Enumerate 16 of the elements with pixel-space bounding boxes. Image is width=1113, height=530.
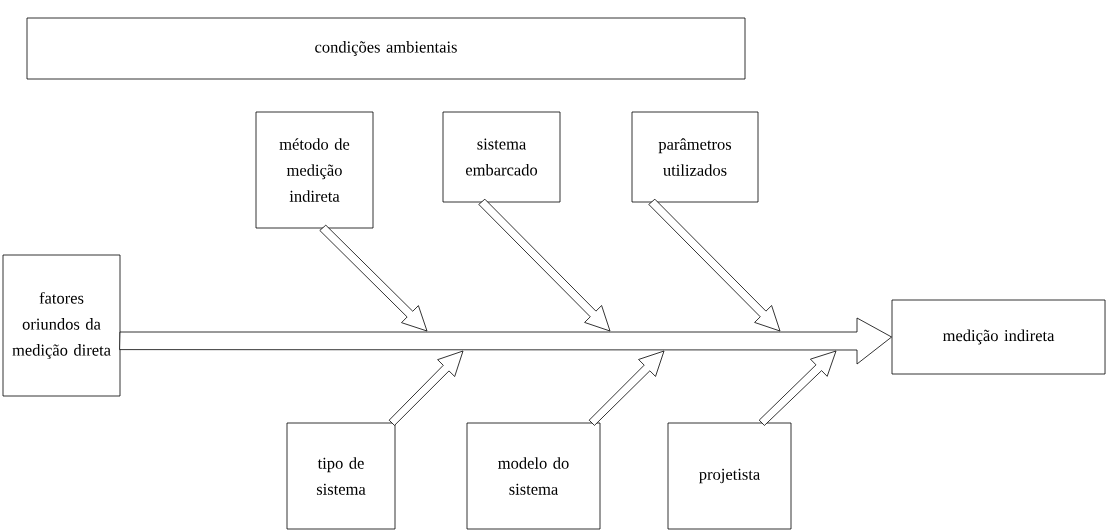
text-box: método de medição indireta bbox=[255, 111, 374, 229]
text-box: parâmetros utilizados bbox=[631, 111, 759, 203]
text-box: medição indireta bbox=[891, 299, 1106, 375]
text-box: sistema embarcado bbox=[442, 111, 561, 203]
hollow-arrow bbox=[588, 350, 665, 426]
hollow-arrow bbox=[648, 198, 781, 332]
text-box: condições ambientais bbox=[26, 17, 746, 80]
text-box: modelo do sistema bbox=[466, 422, 601, 530]
text-box: fatores oriundos da medição direta bbox=[2, 254, 121, 397]
hollow-arrow bbox=[758, 350, 837, 426]
hollow-arrow bbox=[119, 317, 892, 365]
hollow-arrow bbox=[319, 224, 428, 332]
hollow-arrow bbox=[478, 198, 611, 332]
text-box: tipo de sistema bbox=[286, 422, 396, 530]
text-box: projetista bbox=[667, 422, 792, 530]
hollow-arrow bbox=[388, 350, 464, 426]
